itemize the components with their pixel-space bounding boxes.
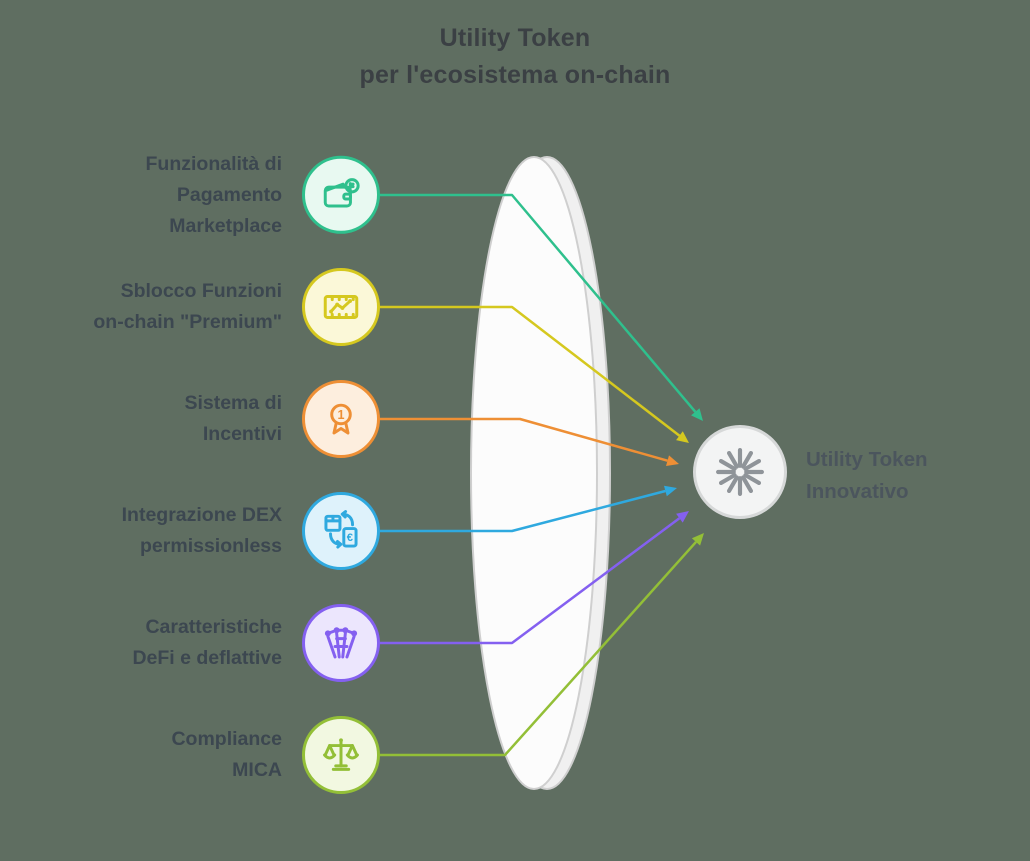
item-badge: € <box>302 492 380 570</box>
item-badge <box>302 716 380 794</box>
connector-sblocco-premium <box>349 303 689 443</box>
exchange-euro-icon: € <box>324 510 358 549</box>
item-label: Compliance MICA <box>171 728 282 781</box>
medal-icon: 1 <box>330 403 352 435</box>
feature-compliance-mica: Compliance MICA <box>30 716 380 794</box>
connector-compliance-mica <box>349 533 704 759</box>
item-label: Sistema di Incentivi <box>184 392 282 445</box>
item-label: Sblocco Funzioni on-chain "Premium" <box>93 280 282 333</box>
starburst-icon <box>716 448 764 496</box>
scale-icon <box>323 738 359 771</box>
item-badge <box>302 268 380 346</box>
wallet-coin-icon <box>323 178 360 208</box>
connector-sistema-incentivi <box>349 415 679 466</box>
svg-text:1: 1 <box>337 408 344 422</box>
item-badge <box>302 604 380 682</box>
connector-integrazione-dex <box>349 485 677 535</box>
page-title-line2: per l'ecosistema on-chain <box>359 61 671 89</box>
feature-caratteristiche-defi: Caratteristiche DeFi e deflattive <box>30 604 380 682</box>
item-badge <box>302 155 380 234</box>
connector-funzionalita-pagamento <box>349 191 703 421</box>
network-icon <box>324 627 358 659</box>
result-node <box>693 425 787 519</box>
lens-shape <box>470 156 611 790</box>
svg-text:€: € <box>347 532 354 544</box>
feature-sistema-incentivi: Sistema di Incentivi 1 <box>30 380 380 458</box>
feature-pagamento-marketplace: Funzionalità di Pagamento Marketplace <box>30 149 380 241</box>
item-badge: 1 <box>302 380 380 458</box>
item-label: Caratteristiche DeFi e deflattive <box>132 616 282 669</box>
page-title-line1: Utility Token <box>439 24 591 52</box>
connector-caratteristiche-defi <box>349 511 689 647</box>
result-label: Utility Token Innovativo <box>806 448 928 503</box>
item-label: Integrazione DEX permissionless <box>121 504 282 557</box>
feature-integrazione-dex: Integrazione DEX permissionless € <box>30 492 380 570</box>
feature-sblocco-premium: Sblocco Funzioni on-chain "Premium" <box>30 268 380 346</box>
page-title: Utility Token per l'ecosistema on-chain <box>0 20 1030 94</box>
item-label: Funzionalità di Pagamento Marketplace <box>145 152 283 237</box>
film-chart-icon <box>323 295 359 319</box>
